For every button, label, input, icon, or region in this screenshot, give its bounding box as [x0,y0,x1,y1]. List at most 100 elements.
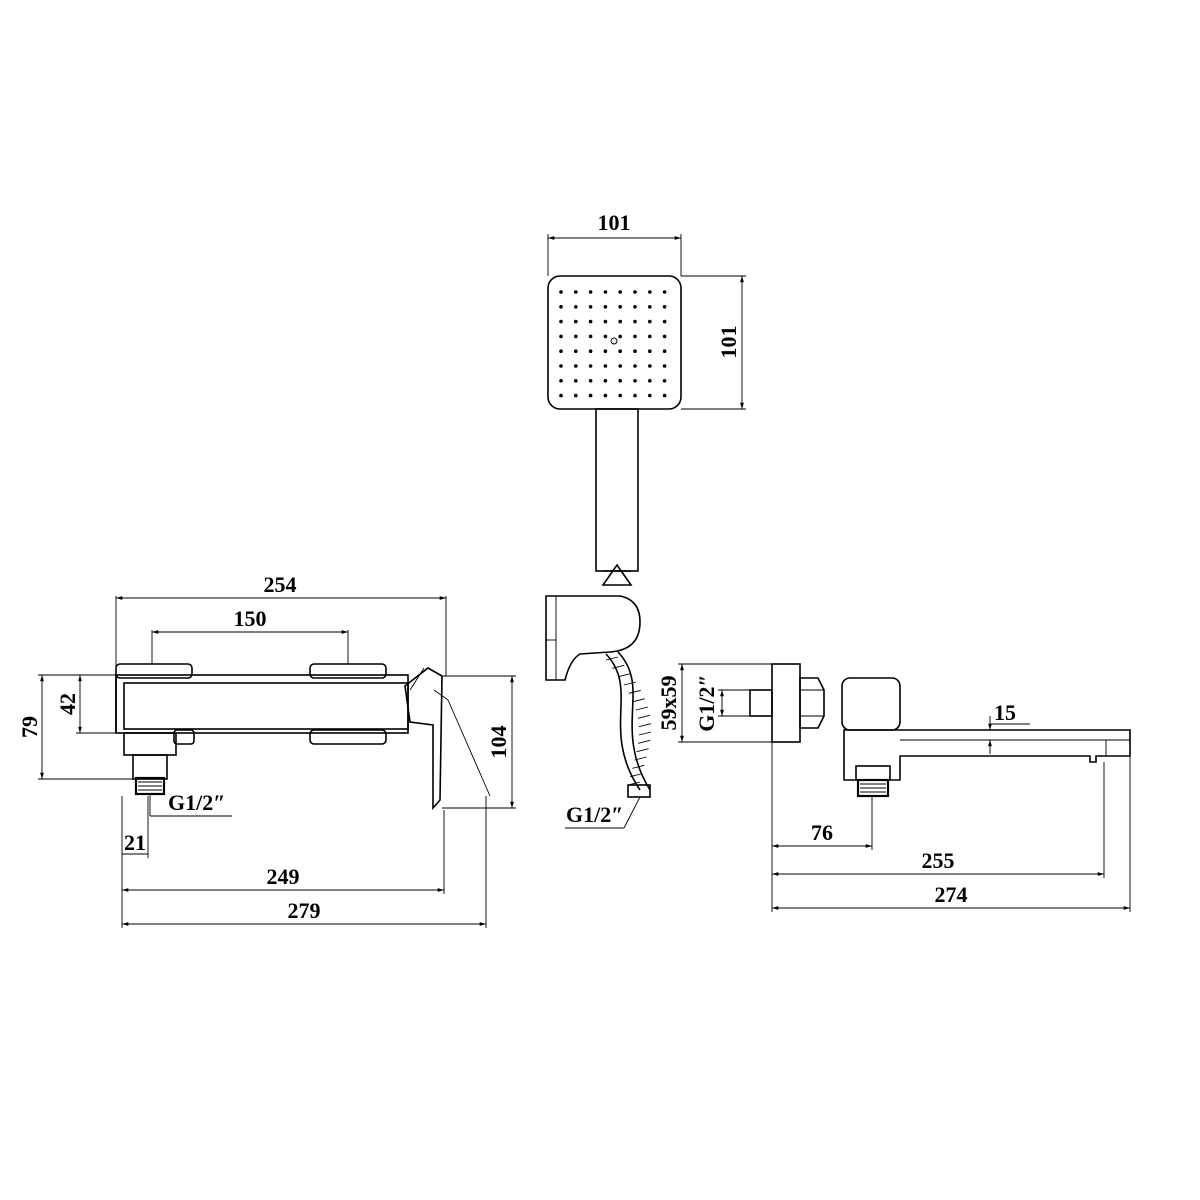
shower-nozzle-pattern [559,290,667,398]
nozzle-dot [559,349,563,354]
nozzle-dot [648,349,652,354]
dim-mixer-104: 104 [442,675,516,809]
nozzle-dot [603,393,608,398]
nozzle-dot [662,393,667,398]
nozzle-dot [603,349,608,354]
hose-thread-label: G1/2″ [566,802,623,827]
nozzle-dot [618,305,622,309]
mixer-center-distance-label: 150 [234,606,267,631]
nozzle-dot [574,393,578,398]
mixer-body-height-label: 42 [55,693,80,715]
shower-width-label: 101 [598,210,631,235]
mixer-length-label: 249 [267,864,300,889]
hose-rib [638,723,652,728]
spout-overall-reach-label: 274 [935,882,968,907]
hose-rib [628,689,641,694]
hose-rib [638,739,651,744]
nozzle-dot [574,290,578,294]
nozzle-dot [603,319,608,324]
nozzle-dot [662,334,667,339]
nozzle-dot [662,349,667,354]
mixer-total-height-label: 79 [17,716,42,738]
spout-flange-label: 59x59 [656,676,681,731]
nozzle-dot [633,334,637,339]
shower-height-label: 101 [716,326,741,359]
nozzle-dot [618,364,622,368]
nozzle-dot [574,364,578,368]
spout-outlet-offset-label: 76 [811,820,833,845]
dim-spout-15: 15 [986,700,1030,754]
nozzle-dot [662,319,667,324]
shower-hose [605,651,652,798]
nozzle-dot [633,364,637,368]
nozzle-dot [633,319,637,324]
nozzle-dot [559,305,563,309]
nozzle-dot [559,364,563,368]
nozzle-dot [559,319,563,324]
nozzle-dot [618,319,622,324]
nozzle-dot [603,290,608,294]
dim-shower-width: 101 [547,210,682,276]
nozzle-dot [603,364,608,368]
nozzle-dot [574,305,578,309]
nozzle-dot [648,334,652,339]
nozzle-dot [648,379,652,383]
dim-spout-thread: G1/2″ [694,674,750,732]
nozzle-dot [559,334,563,339]
dim-spout-76: 76 [771,742,873,912]
nozzle-dot [588,393,593,398]
nozzle-dot [603,305,608,309]
nozzle-dot [662,364,667,368]
dim-shower-height: 101 [681,275,746,410]
nozzle-dot [588,334,593,339]
dim-mixer-21: 21 [121,796,149,858]
nozzle-dot [633,305,637,309]
nozzle-dot [559,393,563,398]
nozzle-dot [633,349,637,354]
mixer-thread-label: G1/2″ [168,790,225,815]
mixer-thread-callout: G1/2″ [149,790,232,817]
nozzle-dot [559,379,563,383]
nozzle-dot [574,379,578,383]
hose-rib [636,748,649,753]
nozzle-dot [588,290,593,294]
dim-spout-274: 274 [772,756,1131,912]
mixer-thread-offset-label: 21 [124,830,146,855]
nozzle-dot [648,393,652,398]
shower-holder-bracket [545,595,641,681]
hose-rib [638,731,652,736]
nozzle-dot [633,379,637,383]
mixer-overall-width-label: 254 [264,572,297,597]
dim-spout-59x59: 59x59 [656,663,772,743]
mixer-body [115,663,491,811]
spout-height-label: 15 [994,700,1016,725]
spout-thread-label: G1/2″ [694,674,719,731]
dim-mixer-42: 42 [55,674,116,734]
hand-shower-handle [595,408,639,586]
dim-spout-255: 255 [772,762,1105,878]
nozzle-dot [588,319,593,324]
nozzle-dot [633,290,637,294]
nozzle-dot [603,334,608,339]
nozzle-dot [574,334,578,339]
hose-rib [605,656,619,661]
mixer-depth-label: 104 [486,726,511,759]
nozzle-dot [603,379,608,383]
mixer-overall-length-label: 279 [288,898,321,923]
dim-mixer-254: 254 [115,572,447,676]
hose-rib [635,706,648,711]
nozzle-dot [588,364,593,368]
dim-mixer-79: 79 [17,674,133,780]
dim-mixer-279: 279 [121,796,487,928]
spout-reach-label: 255 [922,848,955,873]
nozzle-dot [648,364,652,368]
nozzle-dot [618,349,622,354]
nozzle-dot [588,349,593,354]
hose-rib [612,664,625,669]
nozzle-dot [633,393,637,398]
spout-side-view [749,663,1131,798]
nozzle-dot [648,305,652,309]
nozzle-dot [648,290,652,294]
hose-thread-callout: G1/2″ [565,796,641,829]
